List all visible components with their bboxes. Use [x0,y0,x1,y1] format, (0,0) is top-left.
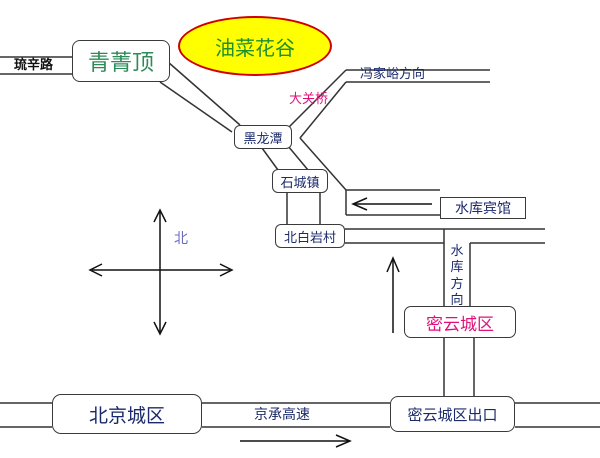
shichengzhen-text: 石城镇 [280,175,320,191]
shichengzhen-label: 石城镇 [272,169,328,193]
heilongtan-label: 黑龙潭 [234,125,292,149]
miyunchengquchukou-text: 密云城区出口 [407,405,498,424]
road-heilongtan-shichengzhen [261,145,309,171]
heilongtan-text: 黑龙潭 [243,131,283,147]
beibaiyancun-text: 北白岩村 [283,230,336,246]
shuikufangxiang-label: 水库方向 [450,244,464,308]
north-label: 北 [174,231,188,247]
road-shuikubinguan [299,137,440,216]
shuikubinguan-label: 水库宾馆 [440,197,526,219]
road-miyun-exit [443,338,475,396]
compass-cross-arrows-icon [88,208,234,336]
beibaiyancun-label: 北白岩村 [275,224,345,248]
beijingchengqu-text: 北京城区 [88,404,165,427]
liuxinlu-label: 琉辛路 [14,58,54,73]
daguanqiao-label: 大关桥 [289,92,329,107]
fengjiayu-label: 冯家峪方向 [360,67,426,82]
arrow-left-icon [351,197,432,211]
arrow-right-icon [240,434,352,448]
youcaihuagu-text: 油菜花谷 [215,35,295,60]
arrow-up-icon [386,256,400,333]
road-jingchenggaosu [0,402,600,428]
youcaihuagu-label: 油菜花谷 [178,16,332,76]
road-fengjiayu [287,69,490,139]
qingjingding-label: 青菁顶 [72,40,170,82]
road-beibaiyancun-east [345,228,545,306]
qingjingding-text: 青菁顶 [87,51,154,76]
miyunchengqu-text: 密云城区 [426,314,494,335]
road-qingjingding-heilongtan [159,61,241,133]
road-shichengzhen-beibaiyancun [286,193,321,226]
beijingchengqu-label: 北京城区 [52,394,202,434]
shuikubinguan-text: 水库宾馆 [455,201,511,217]
miyunchengqu-label: 密云城区 [404,306,516,338]
miyunchengquchukou-label: 密云城区出口 [390,396,515,432]
road-liuxinlu [0,56,78,75]
jingchenggaosu-label: 京承高速 [254,407,310,423]
